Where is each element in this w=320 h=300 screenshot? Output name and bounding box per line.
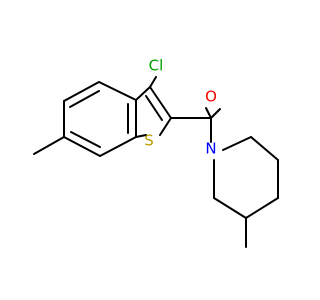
bond-thio-3	[159, 117, 172, 136]
bond-benz-5-inner	[70, 131, 101, 148]
molecule-diagram: Cl O S N	[33, 57, 279, 248]
structure-canvas: Cl O S N	[33, 56, 279, 248]
bond-pip-2	[250, 136, 279, 161]
bond-cl	[149, 76, 157, 88]
atom-cl: Cl	[149, 57, 164, 75]
bond-thio-1	[135, 86, 151, 101]
atom-o: O	[205, 88, 217, 106]
bond-benz-1	[63, 81, 100, 102]
atom-n: N	[205, 140, 216, 158]
bond-benz-4	[99, 136, 137, 157]
bond-methyl-benz	[33, 136, 65, 155]
bond-benz-2	[98, 81, 137, 101]
bond-thio-4	[135, 134, 147, 138]
bond-benz-5	[63, 136, 101, 157]
bond-benz-1-inner	[69, 90, 100, 108]
bond-pip-1	[222, 136, 252, 151]
bond-thio-2-inner	[145, 95, 163, 121]
bond-carbonyl-o-1	[205, 107, 212, 119]
bond-thio-2	[149, 86, 172, 119]
atom-s: S	[144, 132, 154, 150]
bond-pip-4	[245, 197, 279, 219]
bond-pip-5	[213, 197, 247, 219]
bond-carbonyl-o-2	[210, 108, 221, 119]
